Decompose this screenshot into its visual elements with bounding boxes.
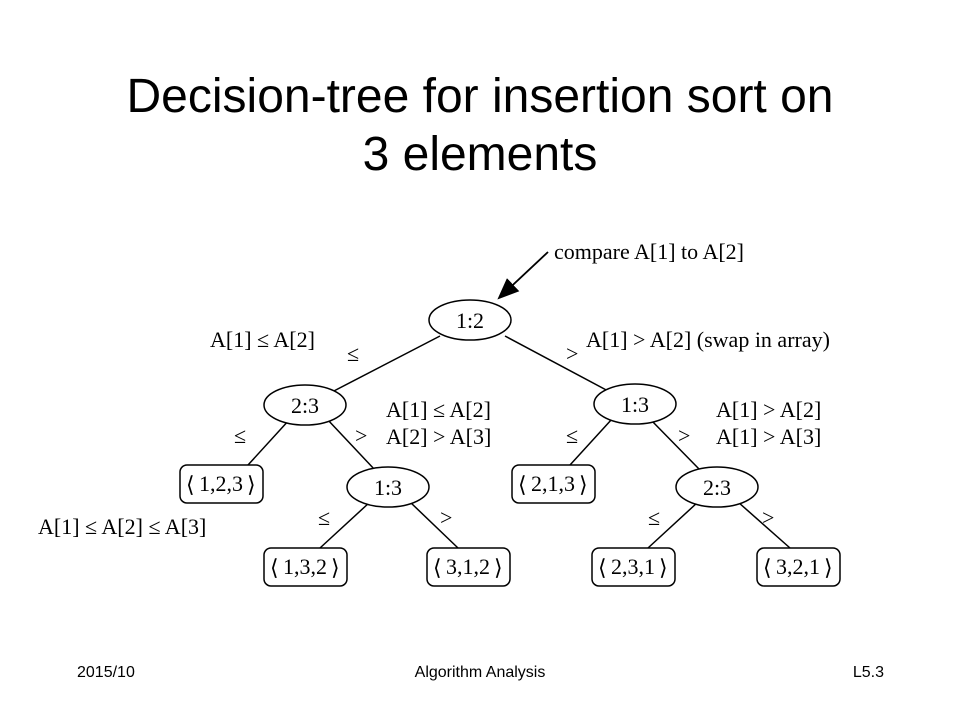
- angle-right: ⟩: [659, 555, 668, 580]
- edge-right-leaf213: [569, 418, 613, 466]
- leaf-label: 3,2,1: [776, 554, 820, 579]
- tree-leaf-132: ⟨ 1,3,2 ⟩: [263, 547, 348, 587]
- angle-right: ⟩: [331, 555, 340, 580]
- edge-label-gt: >: [566, 341, 578, 366]
- edge-label-gt: >: [355, 423, 367, 448]
- node-label: 1:3: [621, 392, 649, 417]
- footer-course: Algorithm Analysis: [414, 664, 546, 681]
- edge-right-rightright: [649, 418, 701, 471]
- angle-left: ⟨: [598, 555, 607, 580]
- edge-label-gt: >: [440, 505, 452, 530]
- node-label: 2:3: [703, 475, 731, 500]
- angle-left: ⟨: [518, 472, 527, 497]
- edge-rightright-leaf321: [737, 501, 791, 549]
- edge-root-left: [329, 335, 441, 394]
- edge-label-le: ≤: [648, 505, 660, 530]
- angle-right: ⟩: [579, 472, 588, 497]
- annotation-leaf-note: A[1] ≤ A[2] ≤ A[3]: [38, 514, 206, 539]
- edge-label-le: ≤: [234, 423, 246, 448]
- footer-slide-number: L5.3: [852, 664, 884, 681]
- node-label: 2:3: [291, 393, 319, 418]
- node-label: 1:2: [456, 308, 484, 333]
- tree-leaf-231: ⟨ 2,3,1 ⟩: [591, 547, 676, 587]
- tree-leaf-312: ⟨ 3,1,2 ⟩: [426, 547, 511, 587]
- leaf-label: 1,3,2: [283, 554, 327, 579]
- angle-right: ⟩: [494, 555, 503, 580]
- angle-left: ⟨: [186, 472, 195, 497]
- leaf-label: 2,3,1: [611, 554, 655, 579]
- edge-left-leftright: [326, 418, 376, 471]
- annotation-mid-line-2: A[2] > A[3]: [386, 424, 491, 449]
- node-label: 1:3: [374, 475, 402, 500]
- edge-rightright-leaf231: [647, 501, 699, 549]
- tree-node-left: 2:3: [263, 384, 347, 426]
- tree-edges: [247, 335, 791, 549]
- edge-leftright-leaf312: [409, 501, 459, 549]
- annotation-right-line-2: A[1] > A[3]: [716, 424, 821, 449]
- leaf-label: 2,1,3: [531, 471, 575, 496]
- edge-root-right: [504, 335, 611, 393]
- angle-left: ⟨: [763, 555, 772, 580]
- leaf-label: 1,2,3: [199, 471, 243, 496]
- edge-left-leaf123: [247, 418, 291, 466]
- annotation-root-right: A[1] > A[2] (swap in array): [586, 327, 830, 352]
- tree-leaf-123: ⟨ 1,2,3 ⟩: [179, 464, 264, 504]
- edge-leftright-leaf132: [319, 501, 371, 549]
- angle-right: ⟩: [824, 555, 833, 580]
- angle-right: ⟩: [247, 472, 256, 497]
- tree-node-root: 1:2: [428, 299, 512, 341]
- annotation-compare: compare A[1] to A[2]: [554, 239, 744, 264]
- edge-label-le: ≤: [318, 505, 330, 530]
- tree-leaf-321: ⟨ 3,2,1 ⟩: [756, 547, 841, 587]
- tree-node-left-right: 1:3: [346, 466, 430, 508]
- annotation-right-line-1: A[1] > A[2]: [716, 397, 821, 422]
- tree-node-right: 1:3: [593, 383, 677, 425]
- edge-label-le: ≤: [347, 341, 359, 366]
- angle-left: ⟨: [433, 555, 442, 580]
- annotation-root-left: A[1] ≤ A[2]: [210, 327, 315, 352]
- leaf-label: 3,1,2: [446, 554, 490, 579]
- tree-leaf-213: ⟨ 2,1,3 ⟩: [511, 464, 596, 504]
- edge-label-gt: >: [678, 423, 690, 448]
- slide-title-line-1: Decision-tree for insertion sort on: [126, 70, 834, 123]
- slide-title-line-2: 3 elements: [362, 128, 598, 181]
- footer-date: 2015/10: [77, 664, 135, 681]
- angle-left: ⟨: [270, 555, 279, 580]
- tree-node-right-right: 2:3: [675, 466, 759, 508]
- edge-label-le: ≤: [566, 423, 578, 448]
- compare-arrow: [497, 251, 549, 300]
- slide-title: Decision-tree for insertion sort on 3 el…: [40, 68, 920, 184]
- annotation-mid-line-1: A[1] ≤ A[2]: [386, 397, 491, 422]
- edge-label-gt: >: [762, 505, 774, 530]
